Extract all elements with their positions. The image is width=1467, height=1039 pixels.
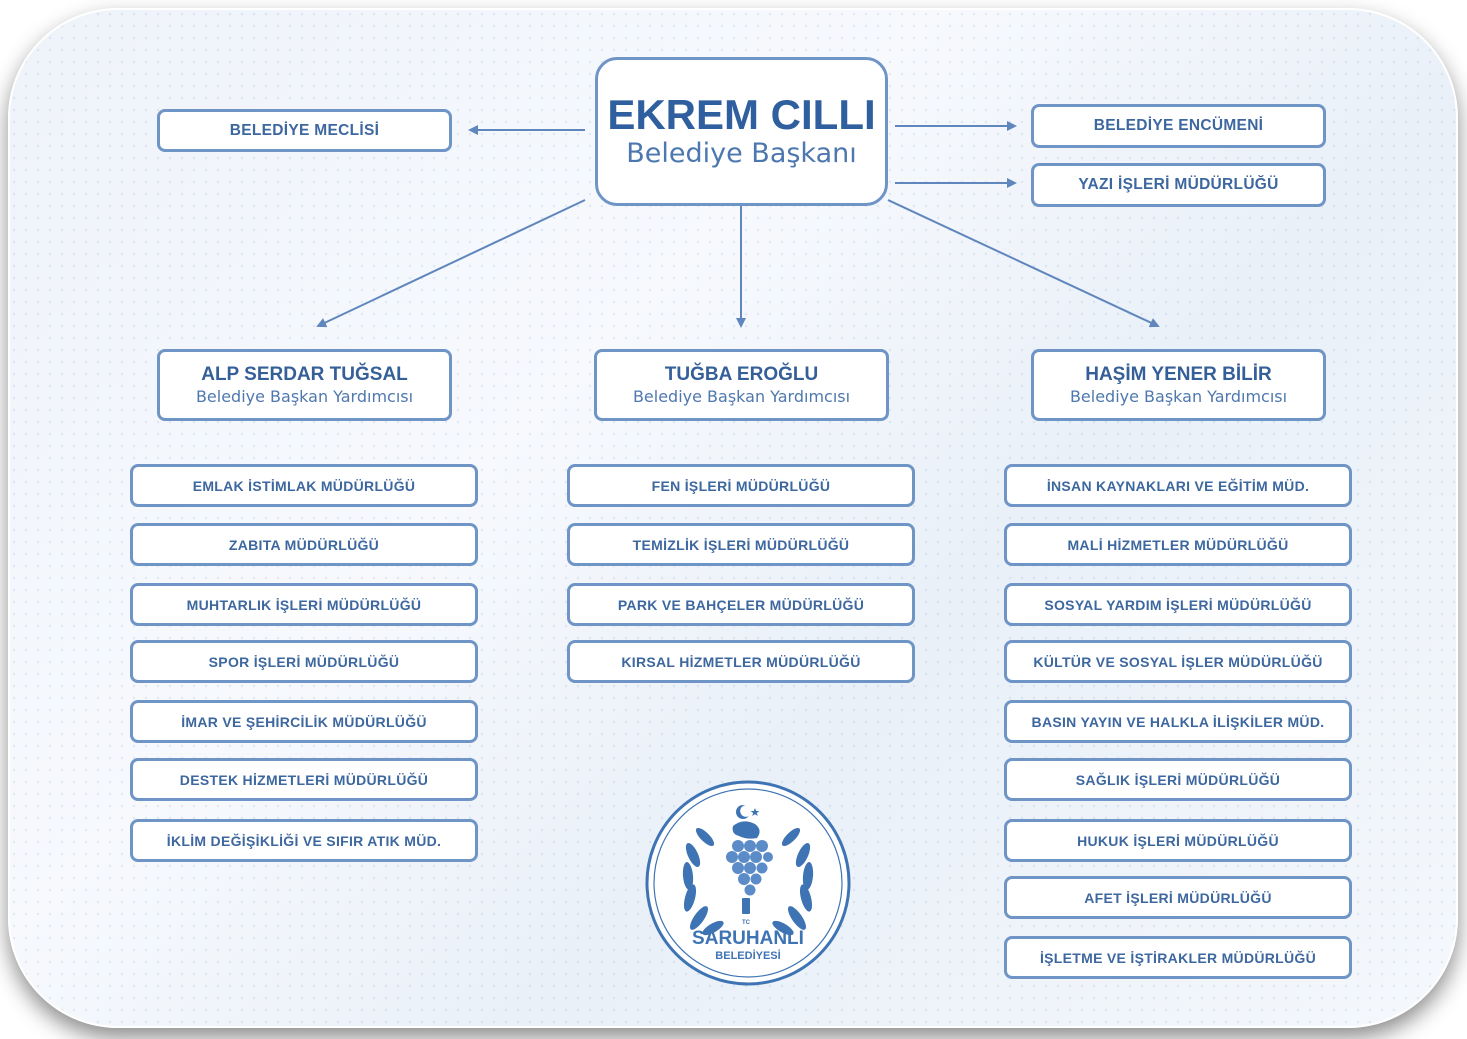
- unit-box: İMAR VE ŞEHİRCİLİK MÜDÜRLÜĞÜ: [130, 700, 478, 743]
- belediye-meclisi-label: BELEDİYE MECLİSİ: [229, 121, 380, 139]
- mayor-title: Belediye Başkanı: [626, 137, 857, 169]
- yazi-isleri-box: YAZI İŞLERİ MÜDÜRLÜĞÜ: [1031, 163, 1326, 207]
- unit-label: İKLİM DEĞİŞİKLİĞİ VE SIFIR ATIK MÜD.: [166, 832, 442, 849]
- org-chart-card: EKREM CILLI Belediye Başkanı BELEDİYE ME…: [8, 8, 1458, 1028]
- deputy-title: Belediye Başkan Yardımcısı: [1069, 386, 1288, 406]
- unit-label: ZABITA MÜDÜRLÜĞÜ: [228, 536, 380, 553]
- deputy-name: TUĞBA EROĞLU: [664, 363, 819, 385]
- unit-box: BASIN YAYIN VE HALKLA İLİŞKİLER MÜD.: [1004, 700, 1352, 743]
- saruhanli-municipality-logo: TC SARUHANLI BELEDİYESİ: [645, 780, 851, 986]
- unit-box: ZABITA MÜDÜRLÜĞÜ: [130, 523, 478, 566]
- unit-label: SOSYAL YARDIM İŞLERİ MÜDÜRLÜĞÜ: [1044, 596, 1312, 613]
- arrow-to-deputy-right: [887, 199, 1160, 328]
- unit-box: SAĞLIK İŞLERİ MÜDÜRLÜĞÜ: [1004, 758, 1352, 801]
- unit-label: HUKUK İŞLERİ MÜDÜRLÜĞÜ: [1077, 832, 1279, 849]
- deputy-title: Belediye Başkan Yardımcısı: [195, 386, 414, 406]
- unit-label: FEN İŞLERİ MÜDÜRLÜĞÜ: [651, 477, 831, 494]
- unit-label: KIRSAL HİZMETLER MÜDÜRLÜĞÜ: [621, 653, 861, 670]
- unit-label: MALİ HİZMETLER MÜDÜRLÜĞÜ: [1067, 536, 1289, 553]
- unit-label: EMLAK İSTİMLAK MÜDÜRLÜĞÜ: [192, 477, 416, 494]
- unit-label: İNSAN KAYNAKLARI VE EĞİTİM MÜD.: [1046, 477, 1310, 494]
- unit-label: KÜLTÜR VE SOSYAL İŞLER MÜDÜRLÜĞÜ: [1033, 653, 1323, 670]
- unit-label: AFET İŞLERİ MÜDÜRLÜĞÜ: [1084, 889, 1272, 906]
- deputy-box-left: ALP SERDAR TUĞSAL Belediye Başkan Yardım…: [157, 349, 452, 421]
- mayor-name: EKREM CILLI: [607, 90, 876, 138]
- deputy-name: ALP SERDAR TUĞSAL: [201, 363, 408, 385]
- unit-box: FEN İŞLERİ MÜDÜRLÜĞÜ: [567, 464, 915, 507]
- unit-label: İŞLETME VE İŞTİRAKLER MÜDÜRLÜĞÜ: [1039, 949, 1317, 966]
- yazi-isleri-label: YAZI İŞLERİ MÜDÜRLÜĞÜ: [1078, 176, 1279, 193]
- unit-label: SAĞLIK İŞLERİ MÜDÜRLÜĞÜ: [1075, 771, 1281, 788]
- unit-box: SPOR İŞLERİ MÜDÜRLÜĞÜ: [130, 640, 478, 683]
- deputy-title: Belediye Başkan Yardımcısı: [632, 386, 851, 406]
- unit-label: SPOR İŞLERİ MÜDÜRLÜĞÜ: [208, 653, 400, 670]
- connector-arrows: [316, 121, 1160, 328]
- deputy-box-center: TUĞBA EROĞLU Belediye Başkan Yardımcısı: [594, 349, 889, 421]
- unit-label: PARK VE BAHÇELER MÜDÜRLÜĞÜ: [617, 596, 865, 613]
- unit-label: DESTEK HİZMETLERİ MÜDÜRLÜĞÜ: [179, 771, 429, 788]
- unit-box: SOSYAL YARDIM İŞLERİ MÜDÜRLÜĞÜ: [1004, 583, 1352, 626]
- arrow-to-deputy-left: [316, 199, 586, 328]
- unit-box: İNSAN KAYNAKLARI VE EĞİTİM MÜD.: [1004, 464, 1352, 507]
- unit-label: TEMİZLİK İŞLERİ MÜDÜRLÜĞÜ: [632, 536, 850, 553]
- logo-text-line2: BELEDİYESİ: [715, 949, 780, 962]
- unit-label: MUHTARLIK İŞLERİ MÜDÜRLÜĞÜ: [186, 596, 422, 613]
- deputy-name: HAŞİM YENER BİLİR: [1085, 363, 1272, 385]
- unit-box: HUKUK İŞLERİ MÜDÜRLÜĞÜ: [1004, 819, 1352, 862]
- unit-box: İKLİM DEĞİŞİKLİĞİ VE SIFIR ATIK MÜD.: [130, 819, 478, 862]
- unit-box: KÜLTÜR VE SOSYAL İŞLER MÜDÜRLÜĞÜ: [1004, 640, 1352, 683]
- svg-text:TC: TC: [742, 920, 751, 926]
- belediye-encumeni-box: BELEDİYE ENCÜMENİ: [1031, 104, 1326, 148]
- unit-label: BASIN YAYIN VE HALKLA İLİŞKİLER MÜD.: [1031, 713, 1325, 730]
- deputy-box-right: HAŞİM YENER BİLİR Belediye Başkan Yardım…: [1031, 349, 1326, 421]
- unit-box: MALİ HİZMETLER MÜDÜRLÜĞÜ: [1004, 523, 1352, 566]
- unit-box: EMLAK İSTİMLAK MÜDÜRLÜĞÜ: [130, 464, 478, 507]
- unit-box: TEMİZLİK İŞLERİ MÜDÜRLÜĞÜ: [567, 523, 915, 566]
- belediye-encumeni-label: BELEDİYE ENCÜMENİ: [1093, 117, 1264, 134]
- unit-box: PARK VE BAHÇELER MÜDÜRLÜĞÜ: [567, 583, 915, 626]
- unit-box: AFET İŞLERİ MÜDÜRLÜĞÜ: [1004, 876, 1352, 919]
- mayor-box: EKREM CILLI Belediye Başkanı: [595, 57, 888, 206]
- unit-box: DESTEK HİZMETLERİ MÜDÜRLÜĞÜ: [130, 758, 478, 801]
- logo-text-line1: SARUHANLI: [692, 928, 804, 949]
- belediye-meclisi-box: BELEDİYE MECLİSİ: [157, 109, 452, 152]
- unit-box: KIRSAL HİZMETLER MÜDÜRLÜĞÜ: [567, 640, 915, 683]
- unit-box: MUHTARLIK İŞLERİ MÜDÜRLÜĞÜ: [130, 583, 478, 626]
- unit-box: İŞLETME VE İŞTİRAKLER MÜDÜRLÜĞÜ: [1004, 936, 1352, 979]
- unit-label: İMAR VE ŞEHİRCİLİK MÜDÜRLÜĞÜ: [181, 713, 427, 730]
